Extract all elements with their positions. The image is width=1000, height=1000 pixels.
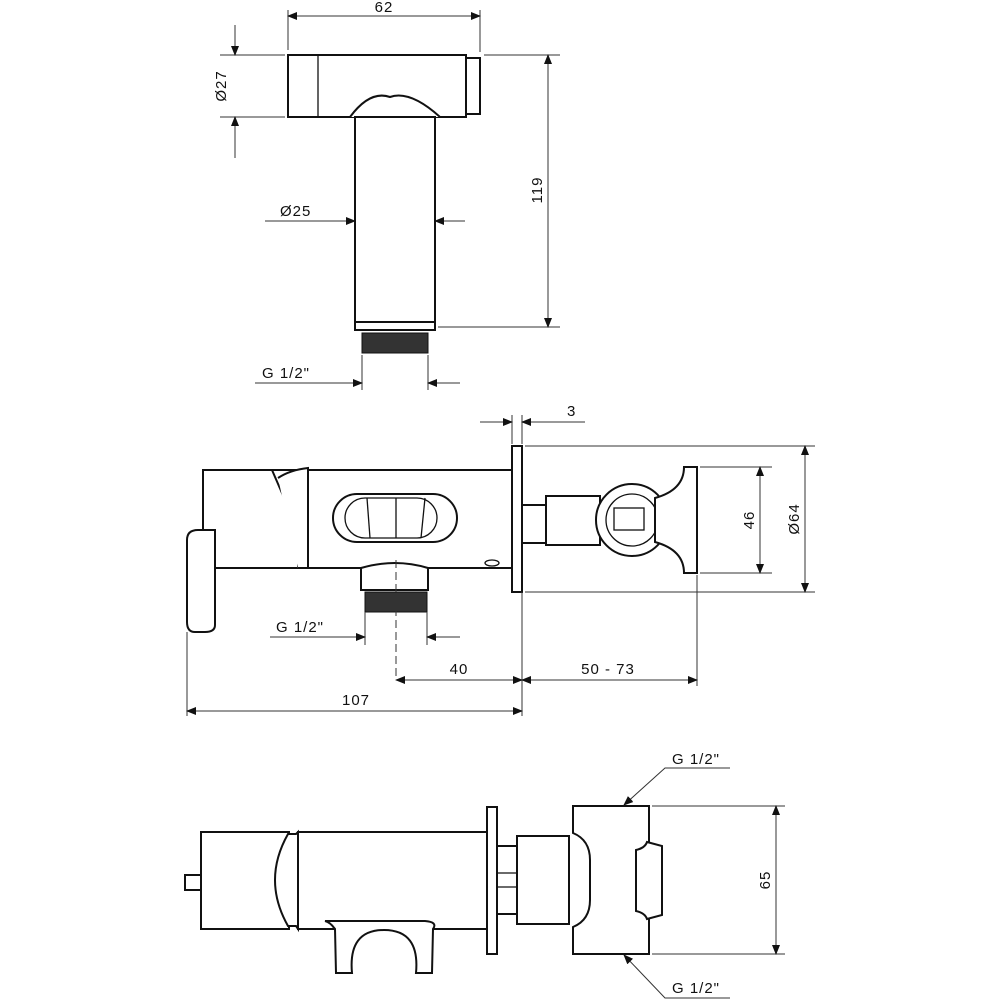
- stem: [354, 116, 436, 328]
- dim-d27: Ø27: [213, 70, 230, 101]
- dim-107: 107: [342, 692, 370, 709]
- dim-62: 62: [375, 0, 394, 16]
- label-inlet-top: G 1/2": [672, 751, 720, 768]
- holder-stem: [521, 504, 547, 544]
- lever-handle: [186, 529, 216, 633]
- outlet-nut: [360, 562, 429, 591]
- dim-46: 46: [741, 511, 758, 530]
- label-inlet-bottom: G 1/2": [672, 980, 720, 997]
- dim-thread-top: G 1/2": [262, 365, 310, 382]
- thread: [361, 332, 429, 354]
- neck: [349, 94, 441, 118]
- dim-3: 3: [567, 403, 576, 420]
- dim-thread-side: G 1/2": [276, 619, 324, 636]
- lever-pin: [184, 874, 202, 891]
- side-view: 3 46 Ø64 G 1/2" 40 50 - 73 107: [186, 403, 815, 716]
- connector-block: [572, 805, 650, 955]
- top-view: 62 Ø27 119 Ø25 G 1/2": [213, 0, 560, 390]
- dim-65: 65: [757, 871, 774, 890]
- bottom-view: 65 G 1/2" G 1/2": [184, 751, 785, 999]
- flange-bottom: [486, 806, 498, 955]
- dim-d25: Ø25: [280, 203, 311, 220]
- head-cap: [465, 57, 481, 115]
- dim-50-73: 50 - 73: [581, 661, 635, 678]
- valve-body-bottom: [297, 831, 488, 930]
- holder-plate: [654, 466, 698, 574]
- dim-d64: Ø64: [786, 503, 803, 534]
- dim-40: 40: [450, 661, 469, 678]
- dim-119: 119: [529, 177, 546, 204]
- hose-holder-bottom: [324, 920, 436, 974]
- wall-flange: [511, 445, 523, 593]
- window-outer: [332, 493, 458, 543]
